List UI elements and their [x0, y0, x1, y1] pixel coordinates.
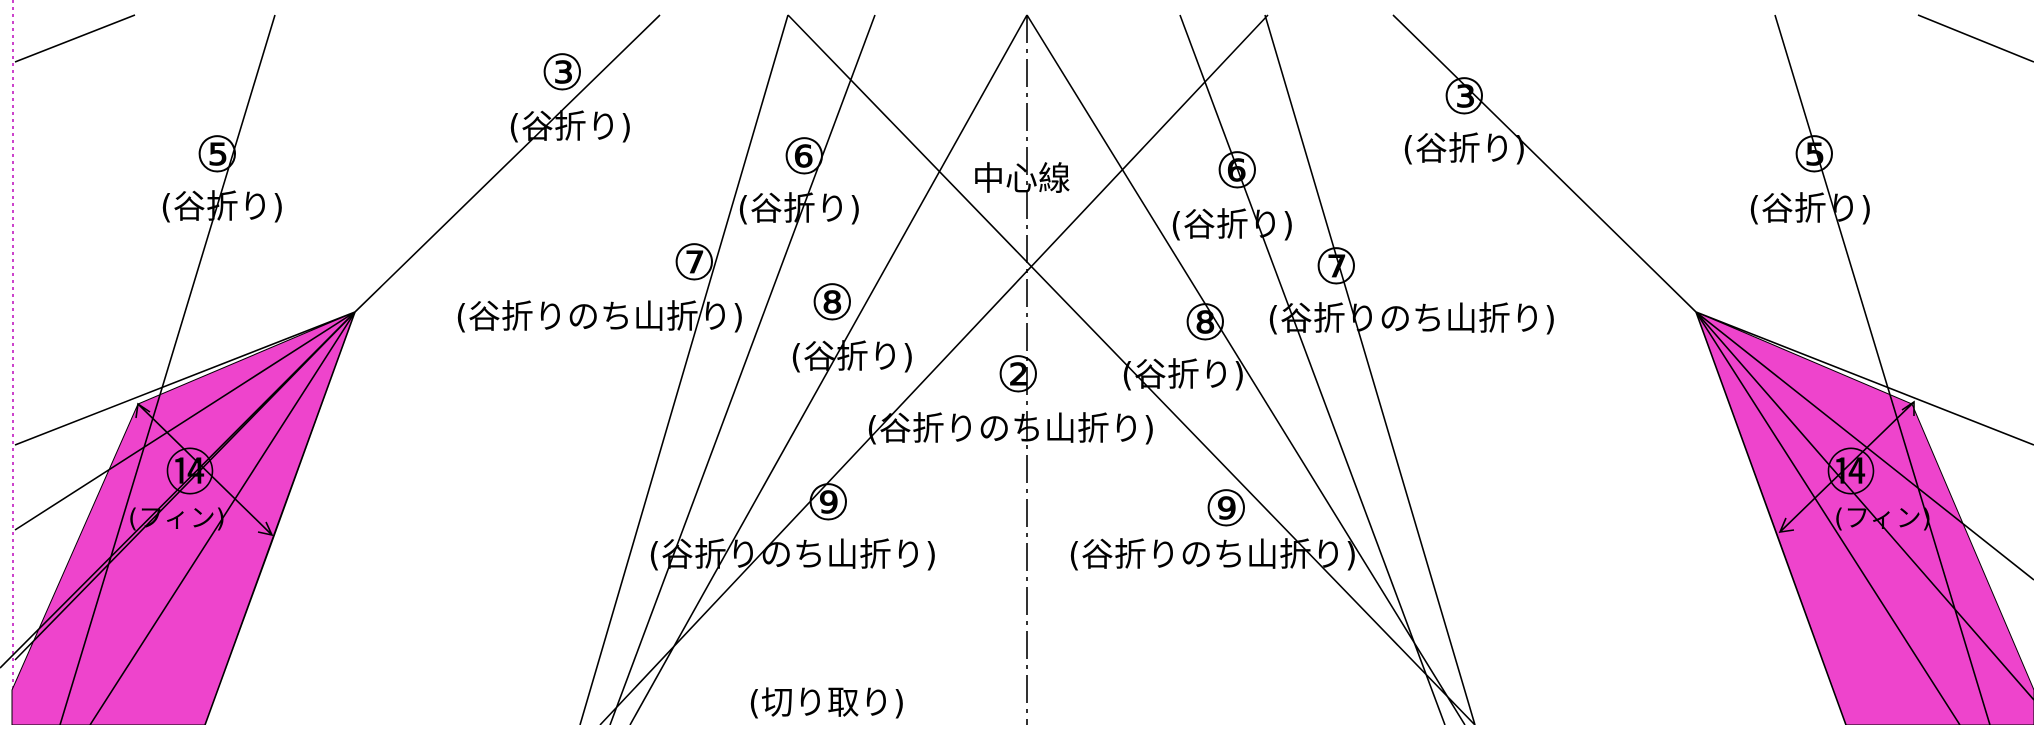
fold-line — [629, 14, 1028, 726]
valley-fold-note: (谷折り) — [790, 337, 915, 376]
fold-number-8-left: ⑧ — [810, 274, 855, 332]
valley-then-mountain-note: (谷折りのち山折り) — [866, 409, 1156, 448]
fin-arrowhead — [257, 521, 274, 537]
fold-number-14-left: ⑭ — [165, 444, 215, 502]
fold-line — [14, 311, 356, 531]
fold-line — [14, 14, 136, 63]
fold-line — [1026, 14, 1466, 726]
fold-line — [89, 311, 356, 726]
fold-line — [354, 14, 661, 313]
fold-line — [1695, 311, 2034, 446]
fold-line — [609, 14, 876, 726]
fold-line — [1392, 14, 1697, 313]
fold-line — [0, 311, 356, 669]
valley-fold-note: (谷折り) — [508, 107, 633, 146]
fold-number-7-left: ⑦ — [672, 234, 717, 292]
valley-then-mountain-note: (谷折りのち山折り) — [648, 535, 938, 574]
fold-number-2: ② — [996, 346, 1041, 404]
fold-number-3-right: ③ — [1442, 68, 1487, 126]
fold-number-5-right: ⑤ — [1792, 126, 1837, 184]
fold-line — [1695, 311, 2034, 581]
fold-line — [14, 311, 356, 446]
fold-line — [1695, 311, 2034, 701]
fold-line — [1695, 311, 1847, 726]
valley-fold-note: (谷折り) — [1748, 189, 1873, 228]
fold-number-7-right: ⑦ — [1314, 238, 1359, 296]
valley-fold-note: (谷折り) — [1121, 355, 1246, 394]
fold-line — [14, 311, 356, 661]
valley-fold-note: (谷折り) — [1402, 129, 1527, 168]
fold-number-9-left: ⑨ — [806, 474, 851, 532]
fold-number-8-right: ⑧ — [1183, 294, 1228, 352]
valley-fold-note: (谷折り) — [737, 189, 862, 228]
fold-number-14-right: ⑭ — [1826, 444, 1876, 502]
fold-line — [1264, 14, 1476, 726]
valley-then-mountain-note: (谷折りのち山折り) — [1267, 299, 1557, 338]
fold-line — [1695, 311, 1961, 726]
fin-arrowhead — [1778, 517, 1795, 533]
fin-note-left: (フィン) — [128, 504, 226, 534]
fold-number-6-right: ⑥ — [1215, 142, 1260, 200]
valley-fold-note: (谷折り) — [1170, 205, 1295, 244]
center-line-label: 中心線 — [972, 159, 1071, 198]
fold-line — [1774, 14, 1991, 726]
fold-number-3-left: ③ — [540, 44, 585, 102]
fold-number-5-left: ⑤ — [195, 126, 240, 184]
fold-line — [59, 14, 276, 726]
fold-line — [579, 14, 789, 726]
cut-out-note: (切り取り) — [748, 683, 906, 722]
fold-line — [787, 14, 1476, 726]
valley-then-mountain-note: (谷折りのち山折り) — [1068, 535, 1358, 574]
fin-arrow-line — [1779, 401, 1915, 533]
fold-line — [1917, 14, 2034, 63]
fold-line — [204, 311, 356, 726]
valley-then-mountain-note: (谷折りのち山折り) — [455, 297, 745, 336]
fold-line — [599, 14, 1269, 726]
fin-arrow-line — [137, 403, 273, 536]
fin-arrowhead — [1901, 400, 1915, 416]
valley-fold-note: (谷折り) — [160, 187, 285, 226]
fold-number-6-left: ⑥ — [782, 128, 827, 186]
fin-arrowhead — [135, 402, 151, 419]
fin-note-right: (フィン) — [1834, 504, 1932, 534]
fold-number-9-right: ⑨ — [1204, 480, 1249, 538]
fold-line — [1179, 14, 1446, 726]
